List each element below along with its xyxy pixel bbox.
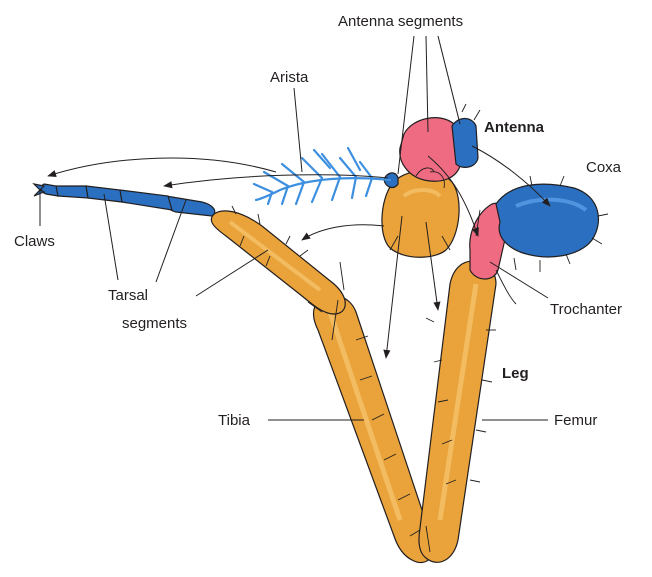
femur-segment (419, 261, 496, 562)
label-antenna-segments: Antenna segments (338, 13, 463, 30)
label-coxa: Coxa (586, 159, 622, 176)
tibia-segment (314, 296, 434, 563)
label-tarsal-line1: Tarsal (108, 287, 148, 304)
label-femur: Femur (554, 412, 597, 429)
label-tibia: Tibia (218, 412, 251, 429)
label-leg: Leg (502, 365, 529, 382)
coxa-segment (496, 184, 598, 257)
setae-hairs (232, 104, 608, 552)
label-arista: Arista (270, 69, 309, 86)
label-tarsal-line2: segments (122, 315, 187, 332)
label-trochanter: Trochanter (550, 301, 622, 318)
tarsal-chain (34, 184, 215, 216)
tibia-upper-segment (211, 211, 345, 314)
antenna-first-segment (452, 119, 478, 168)
label-antenna: Antenna (484, 119, 545, 136)
label-claws: Claws (14, 233, 55, 250)
